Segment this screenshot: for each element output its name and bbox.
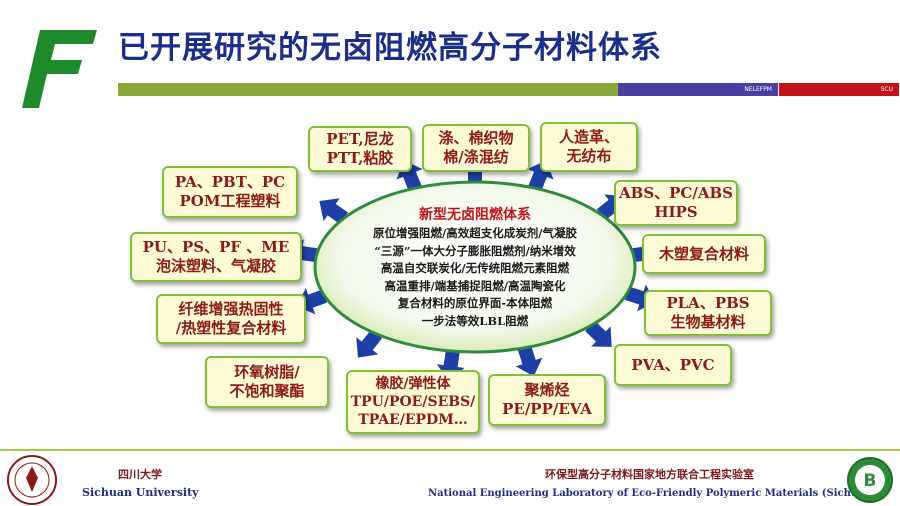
center-line: 原位增强阻燃/高效超支化成炭剂/气凝胶 [373, 226, 577, 240]
university-seal-icon [7, 455, 57, 505]
header-bar-green [118, 83, 618, 96]
box-line: 橡胶/弹性体 [375, 376, 451, 392]
svg-text:B: B [864, 471, 877, 491]
box-line: PVA、PVC [631, 355, 715, 374]
box-line: ABS、PC/ABS [619, 184, 733, 202]
f-logo-icon [22, 30, 97, 108]
center-ellipse [313, 180, 637, 354]
box-line: 人造革、 [558, 128, 619, 146]
box-fiber-composite: 纤维增强热固性/热塑性复合材料 [156, 294, 306, 344]
box-line: 环氧树脂/ [234, 363, 300, 381]
page-title: 已开展研究的无卤阻燃高分子材料体系 [118, 30, 662, 66]
center-line: “三源”一体大分子膨胀阻燃剂/纳米增效 [374, 243, 576, 258]
box-line: 纤维增强热固性 [178, 300, 284, 318]
box-line: 泡沫塑料、气凝胶 [155, 257, 276, 275]
center-line: 高温自交联炭化/无传统阻燃元素阻燃 [380, 261, 570, 275]
center-line: 高温重排/端基捕捉阻燃/高温陶瓷化 [384, 278, 566, 293]
box-rubber-elastomer: 橡胶/弹性体 TPU/POE/SEBS/TPAE/EPDM… [346, 370, 480, 434]
box-line: 无纺布 [566, 147, 612, 165]
arrow-icon [515, 345, 543, 377]
center-title: 新型无卤阻燃体系 [419, 207, 531, 223]
university-name-cn: 四川大学 [118, 468, 162, 481]
box-line: 聚烯烃 [524, 381, 570, 399]
center-line: 一步法等效LBL阻燃 [421, 313, 529, 328]
lab-badge-icon: B [847, 457, 893, 503]
box-line: PU、PS、PF 、ME [142, 238, 290, 256]
box-line: 生物基材料 [670, 313, 746, 331]
box-epoxy: 环氧树脂/不饱和聚酯 [205, 356, 329, 408]
box-line: PA、PBT、PC [174, 173, 286, 191]
box-line: PLA、PBS [666, 294, 750, 312]
center-text: 新型无卤阻燃体系 原位增强阻燃/高效超支化成炭剂/气凝胶 “三源”一体大分子膨胀… [320, 205, 630, 330]
box-line: POM工程塑料 [179, 192, 281, 210]
box-line: 不饱和聚酯 [229, 382, 305, 400]
box-line: PTT,粘胶 [326, 149, 394, 167]
university-name-en: Sichuan University [82, 486, 199, 499]
box-line: PE/PP/EVA [502, 400, 592, 418]
box-line: HIPS [654, 203, 698, 221]
center-line: 复合材料的原位界面-本体阻燃 [397, 296, 553, 310]
box-pva-pvc: PVA、PVC [614, 344, 732, 386]
box-line: 木塑复合材料 [658, 244, 749, 263]
lab-name-en: National Engineering Laboratory of Eco-F… [428, 488, 877, 499]
header-bar-label-left: NELEFPM [618, 83, 778, 96]
arrow-icon [585, 321, 612, 347]
lab-name-cn: 环保型高分子材料国家地方联合工程实验室 [545, 468, 754, 481]
footer-divider [0, 449, 900, 451]
box-line: 棉/涤混纺 [443, 148, 509, 166]
arrow-icon [356, 329, 382, 358]
box-line: /热塑性复合材料 [175, 319, 287, 337]
arrow-icon [319, 198, 348, 224]
box-line: PET,尼龙 [326, 130, 394, 148]
box-line: 涤、棉织物 [438, 129, 514, 147]
header-bar-label-right: SCU [779, 83, 899, 96]
box-artificial-leather: 人造革、无纺布 [540, 122, 638, 172]
box-line: TPAE/EPDM… [358, 412, 468, 428]
box-wood-plastic: 木塑复合材料 [642, 234, 766, 274]
box-polyester-cotton: 涤、棉织物棉/涤混纺 [422, 124, 530, 172]
box-line: TPU/POE/SEBS/ [350, 394, 476, 410]
